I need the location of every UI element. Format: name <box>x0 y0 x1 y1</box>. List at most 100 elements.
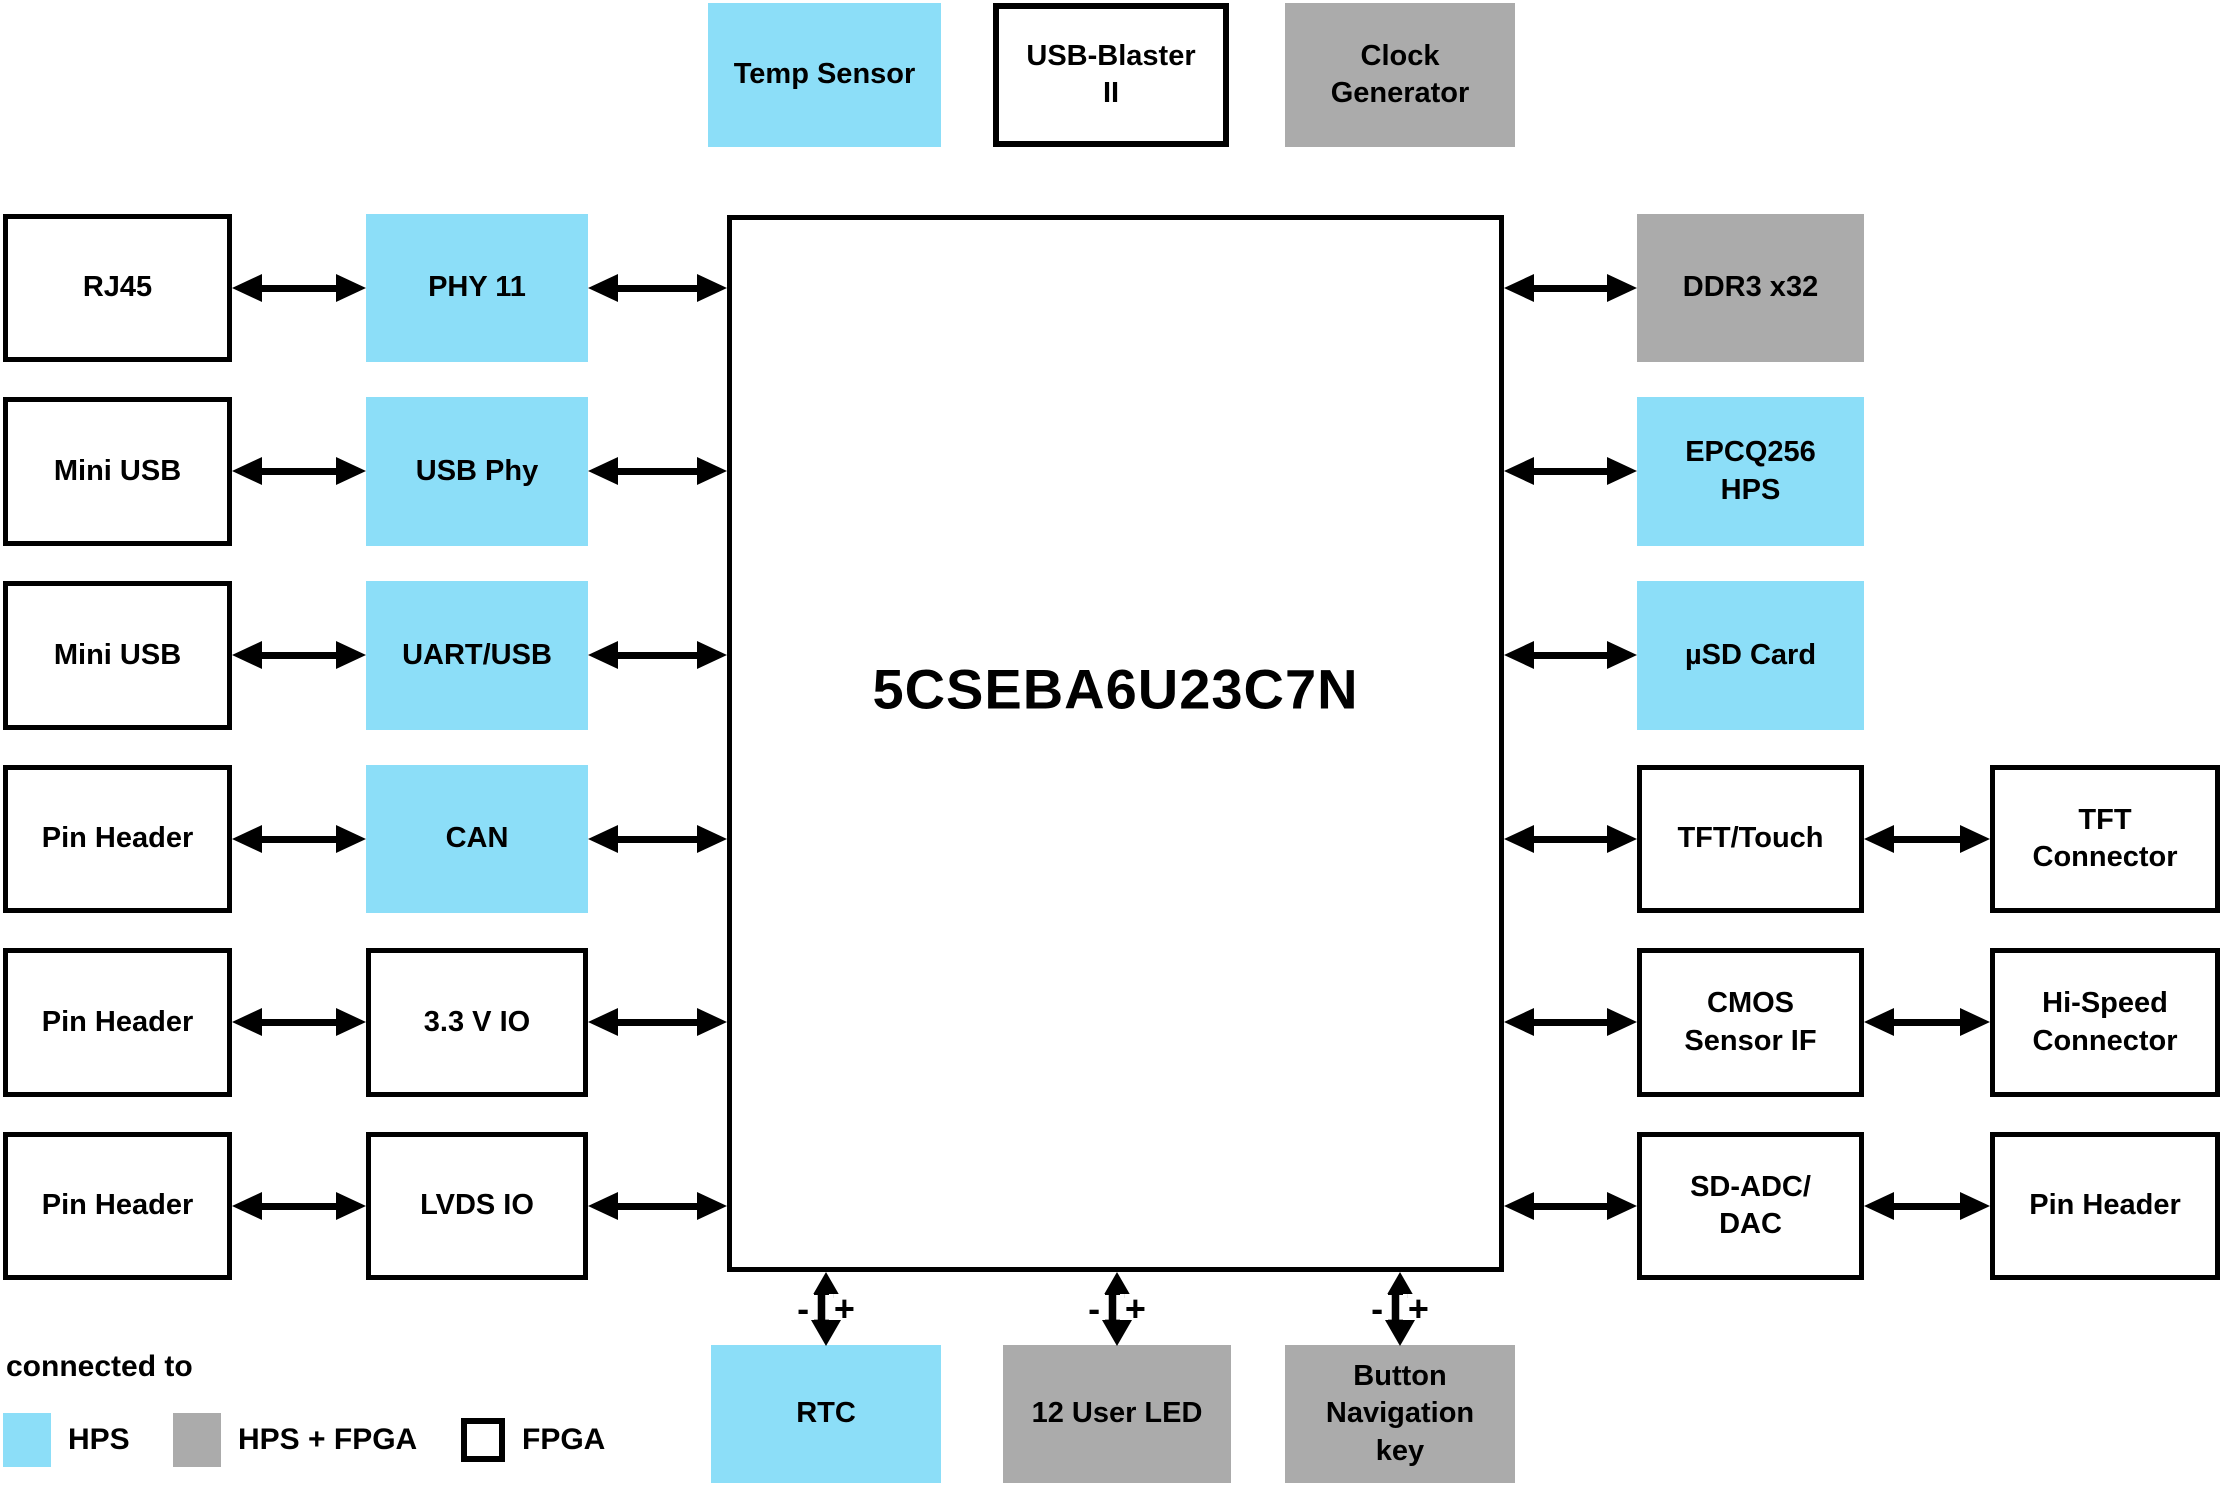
legend-label: FPGA <box>522 1423 606 1456</box>
bidir-arrow-icon: -I+ <box>1087 1272 1147 1346</box>
block-label: Temp Sensor <box>733 58 916 91</box>
block-label: RTC <box>796 1397 856 1430</box>
block-label: 12 User LED <box>1031 1397 1203 1430</box>
block-usd-card: µSD Card <box>1637 581 1864 730</box>
bidir-arrow-icon: -I+ <box>796 1272 856 1346</box>
block-label: EPCQ256 HPS <box>1685 436 1816 506</box>
block-temp-sensor: Temp Sensor <box>708 3 941 147</box>
minus-sign: - <box>1087 1288 1102 1329</box>
block-label: Mini USB <box>53 454 182 487</box>
block-uart-usb: UART/USB <box>366 581 588 730</box>
block-label: Mini USB <box>53 638 182 671</box>
block-label: SD-ADC/ DAC <box>1690 1170 1811 1240</box>
block-rtc: RTC <box>711 1345 941 1483</box>
block-label: Pin Header <box>41 1189 194 1222</box>
block-label: USB Phy <box>415 454 539 487</box>
block-label: LVDS IO <box>420 1189 534 1222</box>
minus-sign: - <box>796 1288 811 1329</box>
bidir-arrow-icon <box>588 641 727 669</box>
block-can: CAN <box>366 765 588 913</box>
bidir-arrow-icon <box>1504 641 1637 669</box>
chip-part-number: 5CSEBA6U23C7N <box>872 657 1359 721</box>
bidir-arrow-icon <box>1504 274 1637 302</box>
i-beam-glyph: I <box>1384 1285 1407 1332</box>
block-button-navigation-key: Button Navigation key <box>1285 1345 1515 1483</box>
block-label: PHY 11 <box>428 271 526 304</box>
legend-swatch-hps-fpga <box>173 1413 221 1467</box>
i-beam-glyph: I <box>1101 1285 1124 1332</box>
plus-sign: + <box>832 1288 856 1329</box>
legend-item-hps: HPS <box>3 1413 130 1467</box>
block-sd-adc-dac: SD-ADC/ DAC <box>1637 1132 1864 1280</box>
plus-sign: + <box>1123 1288 1147 1329</box>
bidir-arrow-icon: -I+ <box>1370 1272 1430 1346</box>
block-label: USB-Blaster II <box>1026 39 1196 109</box>
legend-item-hps-fpga: HPS + FPGA <box>173 1413 417 1467</box>
block-label: RJ45 <box>82 271 153 304</box>
block-label: UART/USB <box>402 638 552 671</box>
block-label: Clock Generator <box>1330 39 1470 109</box>
block-lvds-io: LVDS IO <box>366 1132 588 1280</box>
legend-item-fpga: FPGA <box>461 1413 605 1467</box>
block-usb-blaster-ii: USB-Blaster II <box>993 3 1229 147</box>
bidir-arrow-icon <box>588 1008 727 1036</box>
block-label: CAN <box>445 822 509 855</box>
block-tft-touch: TFT/Touch <box>1637 765 1864 913</box>
legend-label: HPS <box>68 1423 130 1456</box>
block-tft-connector: TFT Connector <box>1990 765 2220 913</box>
bidir-arrow-icon <box>1864 1008 1990 1036</box>
block-pin-header-1: Pin Header <box>3 765 232 913</box>
plus-sign: + <box>1406 1288 1430 1329</box>
block-label: CMOS Sensor IF <box>1684 987 1817 1057</box>
block-mini-usb-2: Mini USB <box>3 581 232 730</box>
block-label: TFT Connector <box>2032 803 2178 873</box>
block-label: TFT/Touch <box>1677 822 1824 855</box>
block-rj45: RJ45 <box>3 214 232 362</box>
bidir-arrow-icon <box>1504 825 1637 853</box>
i-beam-glyph: I <box>810 1285 833 1332</box>
bidir-arrow-icon <box>588 825 727 853</box>
bidir-arrow-icon <box>232 825 366 853</box>
bidir-arrow-icon <box>1504 1008 1637 1036</box>
block-label: Hi-Speed Connector <box>2032 987 2178 1057</box>
bidir-arrow-icon <box>1864 825 1990 853</box>
legend-swatch-hps <box>3 1413 51 1467</box>
block-epcq256-hps: EPCQ256 HPS <box>1637 397 1864 546</box>
bidir-arrow-icon <box>1504 1192 1637 1220</box>
block-label: Pin Header <box>41 1005 194 1038</box>
bidir-arrow-icon <box>1864 1192 1990 1220</box>
bidir-arrow-icon <box>1504 457 1637 485</box>
polarity-marker: -I+ <box>796 1285 856 1332</box>
block-label: DDR3 x32 <box>1682 271 1819 304</box>
polarity-marker: -I+ <box>1087 1285 1147 1332</box>
block-soc-chip: 5CSEBA6U23C7N <box>727 215 1504 1272</box>
legend-title: connected to <box>6 1350 193 1383</box>
bidir-arrow-icon <box>232 457 366 485</box>
legend-swatch-fpga <box>461 1418 505 1462</box>
block-hi-speed-connector: Hi-Speed Connector <box>1990 948 2220 1097</box>
bidir-arrow-icon <box>588 457 727 485</box>
block-pin-header-3: Pin Header <box>3 1132 232 1280</box>
block-usb-phy: USB Phy <box>366 397 588 546</box>
block-pin-header-2: Pin Header <box>3 948 232 1097</box>
block-ddr3: DDR3 x32 <box>1637 214 1864 362</box>
block-cmos-sensor-if: CMOS Sensor IF <box>1637 948 1864 1097</box>
bidir-arrow-icon <box>232 1192 366 1220</box>
block-mini-usb-1: Mini USB <box>3 397 232 546</box>
block-label: Button Navigation key <box>1325 1360 1475 1467</box>
bidir-arrow-icon <box>588 1192 727 1220</box>
block-12-user-led: 12 User LED <box>1003 1345 1231 1483</box>
block-label: 3.3 V IO <box>423 1005 531 1038</box>
block-label: Pin Header <box>2029 1189 2181 1222</box>
polarity-marker: -I+ <box>1370 1285 1430 1332</box>
minus-sign: - <box>1370 1288 1385 1329</box>
bidir-arrow-icon <box>588 274 727 302</box>
bidir-arrow-icon <box>232 641 366 669</box>
block-phy11: PHY 11 <box>366 214 588 362</box>
legend-label: HPS + FPGA <box>238 1423 418 1456</box>
block-clock-generator: Clock Generator <box>1285 3 1515 147</box>
block-label: Pin Header <box>41 822 194 855</box>
bidir-arrow-icon <box>232 1008 366 1036</box>
block-pin-header-right: Pin Header <box>1990 1132 2220 1280</box>
